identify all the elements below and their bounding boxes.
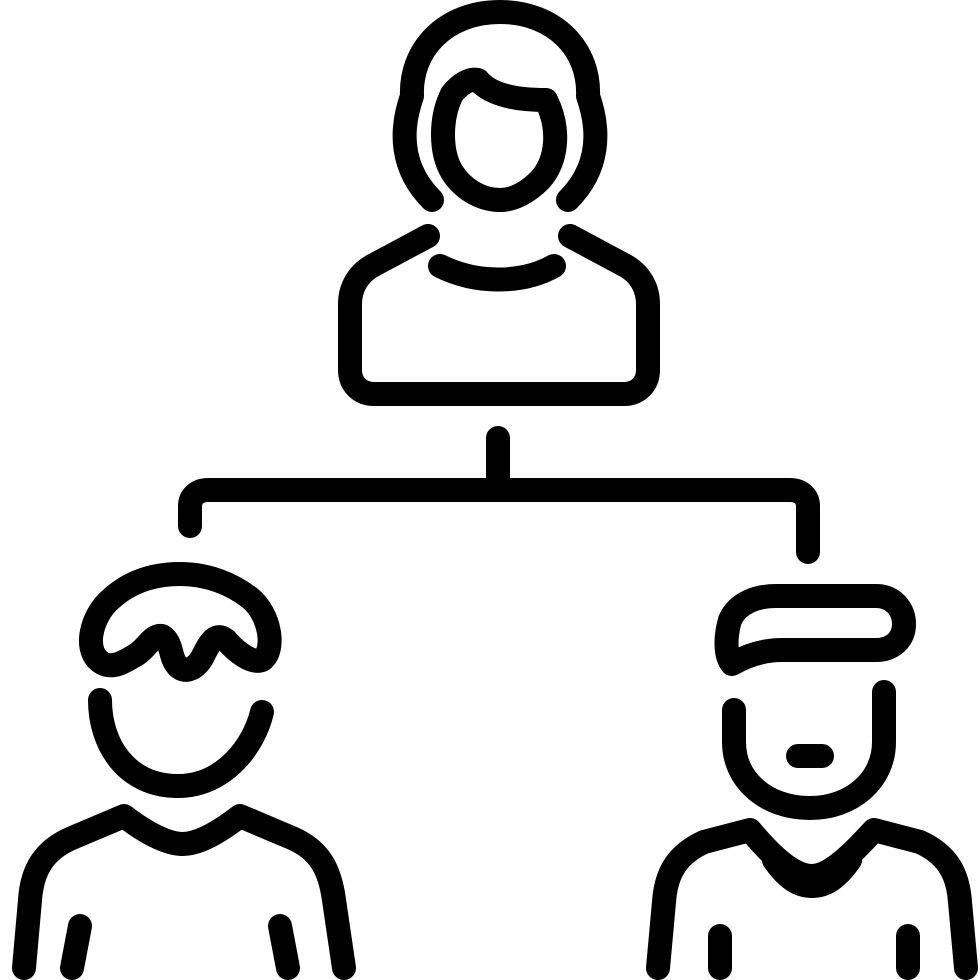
woman-torso-icon — [338, 224, 660, 406]
man-right-collar-icon — [762, 848, 862, 898]
bottom-left-person-node — [12, 562, 356, 980]
man-left-arm-line-right — [268, 914, 300, 980]
man-right-face-icon — [722, 680, 896, 820]
connector-branch — [178, 478, 820, 564]
man-right-hair-icon — [714, 584, 916, 676]
hierarchy-connector — [178, 426, 820, 564]
man-left-hair-icon — [79, 562, 282, 682]
man-left-torso-icon — [12, 804, 356, 980]
woman-hair-icon — [392, 0, 608, 212]
man-left-face-icon — [88, 688, 274, 798]
top-person-node — [338, 0, 660, 406]
woman-face-icon — [431, 67, 568, 212]
man-left-arm-line-left — [60, 914, 92, 980]
bottom-right-person-node — [646, 584, 978, 980]
woman-collar-icon — [428, 254, 566, 292]
